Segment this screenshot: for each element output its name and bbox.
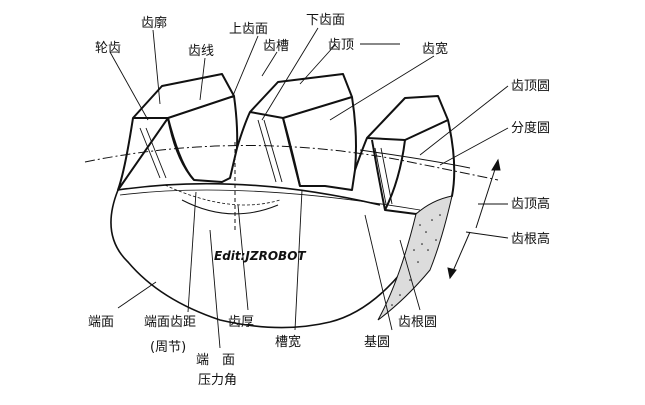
face-shading (139, 119, 393, 205)
leader-lines (109, 27, 509, 349)
tooth-1-flank (167, 117, 195, 181)
label-xiachimian: 下齿面 (306, 13, 345, 28)
label-shangchimian: 上齿面 (229, 22, 268, 37)
rim-front-edge (117, 182, 381, 206)
leader-shangchimian (231, 35, 259, 99)
label-chidinggao: 齿顶高 (511, 196, 550, 212)
end-face-arc-2 (164, 184, 281, 206)
leader-duanmianchiju (187, 191, 197, 313)
root-arc (119, 189, 421, 211)
addendum-circle (359, 149, 471, 169)
label-chihou: 齿厚 (228, 315, 254, 330)
label-chigenyuan: 齿根圆 (398, 315, 437, 330)
leader-chiding (299, 43, 337, 85)
label-jiyuan: 基圆 (364, 335, 390, 350)
leader-caokuan (294, 189, 303, 331)
leader-chidingyuan (419, 85, 509, 156)
end-face-outline (110, 189, 331, 329)
label-yalijiao-line1: 端 面 (196, 353, 235, 368)
label-caokuan: 槽宽 (275, 334, 301, 350)
height-dimensions (447, 158, 501, 280)
leader-yalijiao (209, 229, 221, 349)
tooth-3 (354, 95, 456, 215)
leader-chikuo (152, 29, 161, 105)
leader-lunchi (109, 51, 149, 121)
label-duanmian: 端面 (88, 315, 114, 330)
teeth (117, 73, 456, 215)
label-zhoujie: (周节) (150, 340, 186, 355)
leader-jiyuan (364, 214, 393, 331)
tooth-3-flank (384, 139, 406, 211)
label-chikuo: 齿廓 (141, 15, 167, 31)
leader-chigenyuan (399, 239, 421, 311)
leader-chicao (261, 51, 278, 77)
end-face-arc-1 (181, 199, 279, 215)
label-chikuan: 齿宽 (422, 41, 448, 57)
pitch-circle (84, 145, 499, 181)
leader-chigenggao (465, 231, 509, 239)
leader-fenduyuan (439, 127, 509, 166)
tooth-3-top-edge (366, 119, 449, 141)
label-chidingyuan: 齿顶圆 (511, 79, 550, 94)
reference-circles (84, 142, 499, 232)
label-duanmianchiju: 端面齿距 (144, 315, 196, 330)
tooth-1-top-edge (133, 95, 235, 119)
label-chicao: 齿槽 (263, 39, 289, 54)
leader-chikuan (329, 55, 435, 121)
watermark: Edit:JZROBOT (214, 249, 306, 263)
label-chixian: 齿线 (188, 44, 214, 59)
label-yalijiao-line2: 压力角 (198, 373, 237, 388)
tooth-2-flank (282, 117, 301, 187)
leader-duanmian (117, 281, 157, 309)
label-chiding: 齿顶 (328, 38, 354, 53)
leader-chihou (237, 204, 249, 311)
leader-xiachimian (261, 27, 319, 121)
tooth-1 (117, 73, 239, 191)
label-fenduyuan: 分度圆 (511, 120, 550, 136)
dedendum-stipple (377, 195, 453, 321)
labels: 轮齿 齿廓 齿线 上齿面 齿槽 下齿面 齿顶 齿宽 齿顶圆 分度圆 齿顶高 齿根… (88, 13, 550, 388)
label-chigenggao: 齿根高 (511, 231, 550, 247)
leader-chixian (199, 57, 206, 101)
label-lunchi: 轮齿 (95, 41, 121, 56)
